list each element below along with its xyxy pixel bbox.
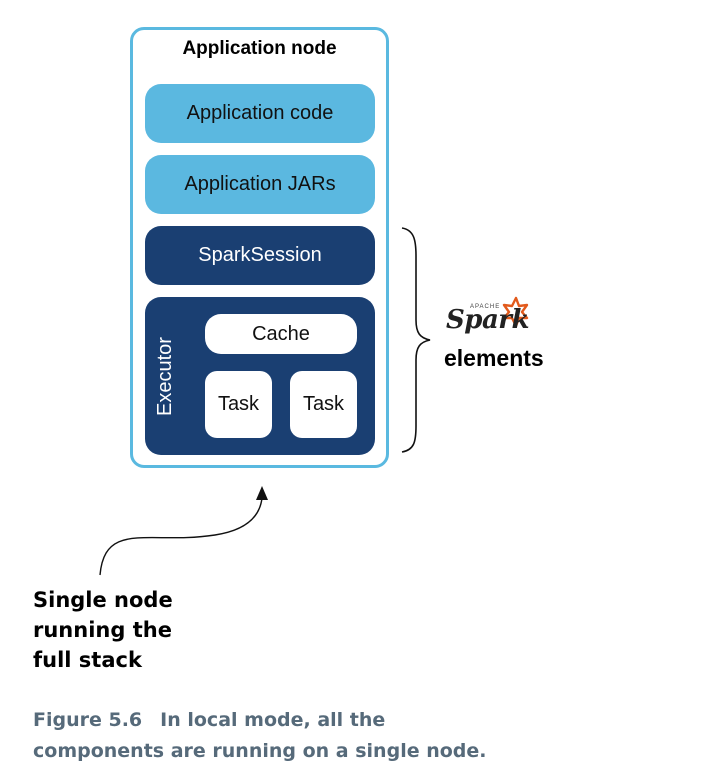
callout-line-1: Single node [33,588,173,612]
callout-text: Single node running the full stack [33,585,253,675]
callout-line-3: full stack [33,648,142,672]
spark-session-label: SparkSession [198,244,322,266]
task-block-1: Task [205,371,272,438]
application-jars-block: Application JARs [145,155,375,214]
application-code-block: Application code [145,84,375,143]
callout-curve [99,497,263,576]
spark-elements-label: elements [444,345,544,371]
application-node-title: Application node [182,38,337,59]
figure-caption: Figure 5.6 In local mode, all the compone… [33,705,713,767]
curly-brace [401,227,431,453]
task-block-2: Task [290,371,357,438]
task-label-1: Task [217,393,260,415]
application-code-label: Application code [186,102,334,124]
figure-number: Figure 5.6 [33,709,143,731]
application-jars-label: Application JARs [184,173,336,195]
caption-line-1: In local mode, all the [160,709,386,731]
callout-line-2: running the [33,618,172,642]
cache-block: Cache [205,314,357,354]
cache-label: Cache [252,322,310,345]
spark-session-block: SparkSession [145,226,375,285]
caption-line-2: components are running on a single node. [33,740,487,762]
apache-small-text: APACHE [470,304,501,310]
task-label-2: Task [302,393,345,415]
spark-logo-text: Spark [446,305,530,335]
spark-star-icon [502,296,529,328]
arrow-head [256,486,268,500]
